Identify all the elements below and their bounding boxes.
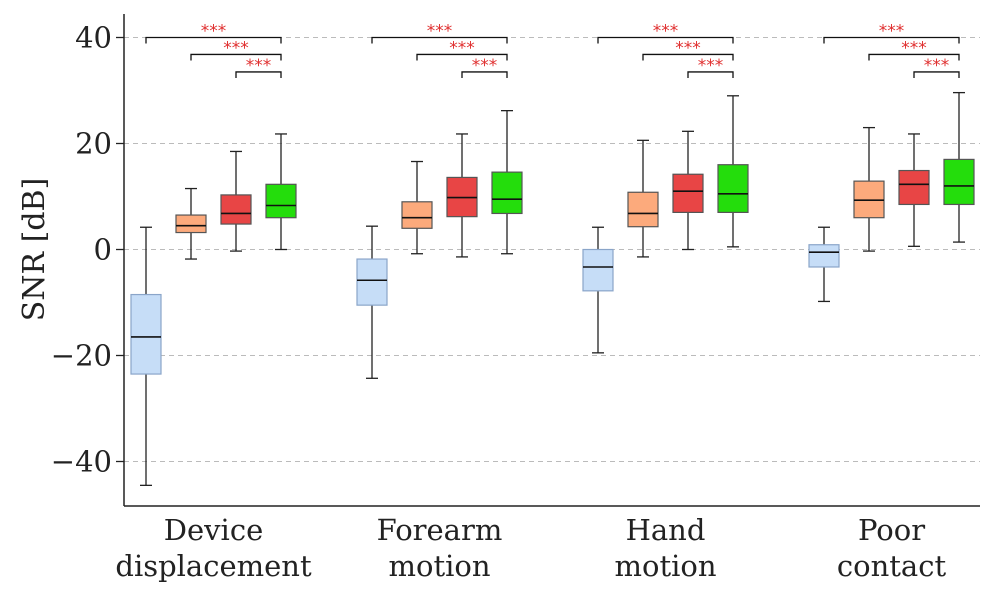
significance-bracket — [235, 71, 282, 78]
y-ticks: 40 20 0 −20 −40 — [51, 21, 124, 479]
y-axis-label: SNR [dB] — [17, 178, 52, 322]
significance-bracket — [416, 53, 508, 61]
significance-label: *** — [427, 22, 453, 42]
box — [672, 173, 704, 214]
significance-label: *** — [246, 56, 272, 76]
significance-bracket — [597, 36, 734, 44]
y-tick-label: 40 — [75, 21, 112, 55]
box — [627, 191, 659, 228]
significance-label: *** — [698, 56, 724, 76]
significance-bracket — [642, 53, 734, 61]
category-label: motion — [388, 549, 490, 583]
significance-bracket — [145, 36, 282, 44]
significance-bracket — [913, 71, 960, 78]
box — [220, 194, 252, 225]
significance-brackets: ************************************ — [145, 22, 960, 78]
y-tick-label: 0 — [94, 233, 112, 267]
box — [175, 214, 207, 234]
category-label: displacement — [115, 549, 312, 583]
significance-bracket — [461, 71, 508, 78]
category-labels: DevicedisplacementForearmmotionHandmotio… — [115, 513, 946, 583]
y-tick-label: −20 — [51, 339, 112, 373]
category-label: contact — [837, 549, 947, 583]
significance-label: *** — [924, 56, 950, 76]
significance-bracket — [190, 53, 282, 61]
box — [717, 164, 749, 213]
significance-label: *** — [472, 56, 498, 76]
y-tick-label: 20 — [75, 127, 112, 161]
gridlines — [124, 37, 980, 462]
category-label: Poor — [858, 513, 925, 547]
significance-bracket — [687, 71, 734, 78]
category-label: motion — [614, 549, 716, 583]
significance-bracket — [371, 36, 508, 44]
box — [265, 183, 297, 219]
box — [808, 244, 840, 268]
category-label: Forearm — [377, 513, 503, 547]
significance-label: *** — [879, 22, 905, 42]
y-tick-label: −40 — [51, 445, 112, 479]
box — [130, 293, 162, 375]
significance-bracket — [823, 36, 960, 44]
box — [401, 201, 433, 229]
axes — [123, 14, 980, 507]
significance-label: *** — [201, 22, 227, 42]
box — [491, 171, 523, 215]
box — [582, 248, 614, 292]
significance-label: *** — [675, 38, 701, 58]
box — [898, 169, 930, 206]
category-label: Hand — [626, 513, 706, 547]
significance-label: *** — [449, 38, 475, 58]
significance-bracket — [868, 53, 960, 61]
category-label: Device — [164, 513, 263, 547]
box — [356, 258, 388, 306]
significance-label: *** — [653, 22, 679, 42]
boxes — [130, 91, 975, 487]
significance-label: *** — [901, 38, 927, 58]
box — [943, 158, 975, 206]
significance-label: *** — [223, 38, 249, 58]
